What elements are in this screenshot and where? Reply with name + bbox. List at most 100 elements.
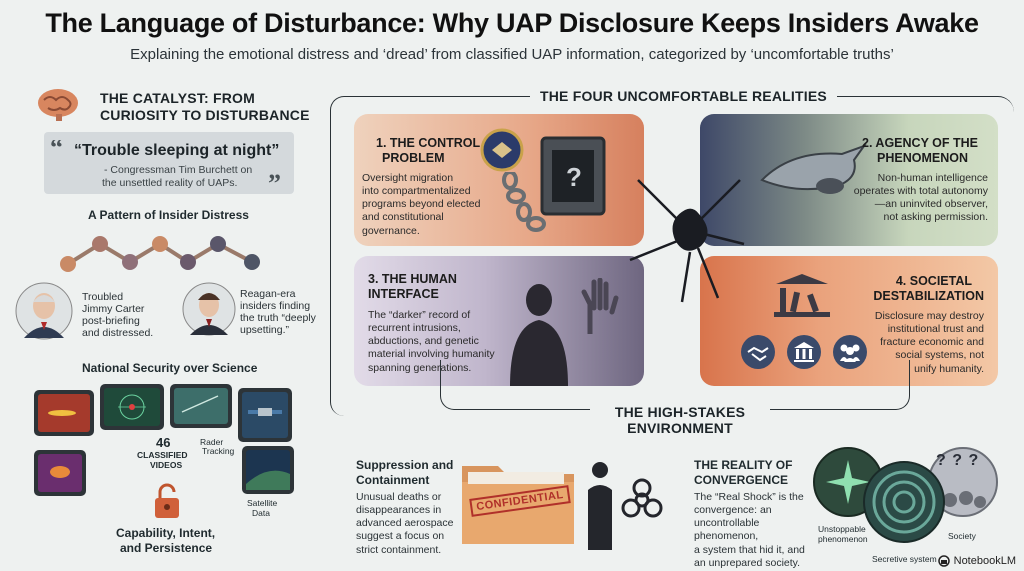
silhouette-icon xyxy=(588,462,612,550)
reagan-portrait xyxy=(182,282,236,336)
card3-title-1: 3. THE HUMAN xyxy=(368,272,457,286)
natsec-heading: National Security over Science xyxy=(82,361,258,375)
page-title: The Language of Disturbance: Why UAP Dis… xyxy=(45,8,979,38)
monitor-tracking xyxy=(170,384,232,428)
padlock-icon xyxy=(155,483,179,518)
brand-label: NotebookLM xyxy=(953,555,1016,567)
quote-close-icon: ” xyxy=(268,172,281,188)
suppression-text-3: suggest a focus on xyxy=(356,530,445,543)
card2-text-1: operates with total autonomy xyxy=(853,185,988,198)
brand-badge: NotebookLM xyxy=(937,555,1016,567)
realities-heading: THE FOUR UNCOMFORTABLE REALITIES xyxy=(540,88,827,104)
ruins-icon xyxy=(774,274,830,317)
convergence-venn xyxy=(813,447,998,543)
chain-icon xyxy=(502,172,546,232)
card3-text-3: material involving humanity xyxy=(368,348,495,361)
reality-card-societal: 4. SOCIETAL DESTABILIZATION Disclosure m… xyxy=(700,256,998,386)
card1-text-2: programs beyond elected xyxy=(362,198,481,211)
card3-text-0: The “darker” record of xyxy=(368,309,471,321)
craft-icon xyxy=(760,143,867,194)
environment-heading-1: THE HIGH-STAKES xyxy=(614,404,746,420)
card4-text-1: institutional trust and xyxy=(887,323,984,336)
reality-card-agency: 2. AGENCY OF THE PHENOMENON Non-human in… xyxy=(700,114,998,246)
venn-unstoppable-2: phenomenon xyxy=(818,534,868,544)
convergence-text-0: The “Real Shock” is the xyxy=(694,491,804,503)
card1-text-0: Oversight migration xyxy=(362,172,454,184)
suppression-text-4: strict containment. xyxy=(356,543,442,556)
suppression-text-1: disappearances in xyxy=(356,504,442,517)
card2-text-2: —an uninvited observer, xyxy=(874,198,988,211)
satellite-label-1: Satellite xyxy=(247,498,278,508)
svg-text:”: ” xyxy=(268,172,281,188)
page-subtitle: Explaining the emotional distress and ‘d… xyxy=(130,46,894,63)
catalyst-section: THE CATALYST: FROM CURIOSITY TO DISTURBA… xyxy=(0,80,330,560)
card4-text-0: Disclosure may destroy xyxy=(874,310,984,322)
monitor-satellite-2 xyxy=(242,446,294,494)
card4-text-4: unify humanity. xyxy=(914,362,984,375)
card1-title-2: PROBLEM xyxy=(382,151,445,165)
reagan-text-1: Reagan-era xyxy=(240,288,296,300)
reality-card-human: 3. THE HUMAN INTERFACE The “darker” reco… xyxy=(354,256,644,386)
venn-questions: ? ? ? xyxy=(936,452,980,469)
carter-text-1: Troubled xyxy=(82,291,124,303)
realities-heading-wrap: THE FOUR UNCOMFORTABLE REALITIES xyxy=(530,88,837,104)
folder-icon xyxy=(462,466,574,544)
distress-chain-graphic xyxy=(60,236,260,272)
carter-portrait xyxy=(15,282,73,340)
monitor-thermal-1 xyxy=(34,390,94,436)
carter-text-2: Jimmy Carter xyxy=(82,303,145,315)
reagan-text-4: upsetting.” xyxy=(240,324,290,336)
convergence-text-4: an unprepared society. xyxy=(694,556,801,569)
people-icon xyxy=(833,335,867,369)
card3-title-2: INTERFACE xyxy=(368,287,439,301)
videos-label-1: CLASSIFIED xyxy=(137,450,188,460)
videos-count: 46 xyxy=(156,435,171,450)
pattern-heading: A Pattern of Insider Distress xyxy=(88,208,249,222)
suppression-text-0: Unusual deaths or xyxy=(356,491,442,503)
institution-icon xyxy=(787,335,821,369)
convergence-text-1: convergence: an xyxy=(694,504,772,517)
quote-open-icon: “ xyxy=(50,140,63,156)
card2-title-1: 2. AGENCY OF THE xyxy=(862,136,978,150)
vault-icon: ? xyxy=(540,136,606,216)
suppression-title-2: Containment xyxy=(356,473,430,487)
notebooklm-icon xyxy=(937,555,950,567)
card2-text-0: Non-human intelligence xyxy=(877,172,988,184)
environment-heading-wrap: THE HIGH-STAKES ENVIRONMENT xyxy=(590,402,770,438)
card3-text-2: abductions, and genetic xyxy=(368,335,479,348)
vault-mystery-glyph: ? xyxy=(566,162,582,192)
quote-box: “ “Trouble sleeping at night” - Congress… xyxy=(44,132,294,194)
card1-text-1: into compartmentalized xyxy=(362,185,471,198)
svg-text:“: “ xyxy=(50,140,63,156)
reagan-text-3: the truth “deeply xyxy=(240,312,316,324)
card2-text-3: not asking permission. xyxy=(883,211,988,224)
hand-icon xyxy=(581,278,619,334)
convergence-title-2: CONVERGENCE xyxy=(694,473,789,487)
brain-icon xyxy=(38,89,78,121)
card3-text-1: recurrent intrusions, xyxy=(368,322,461,335)
reagan-text-2: insiders finding xyxy=(240,300,311,312)
convergence-text-3: a system that hid it, and xyxy=(694,543,805,556)
venn-secretive: Secretive system xyxy=(872,554,937,564)
satellite-label-2: Data xyxy=(252,508,270,518)
radar-label-2: Tracking xyxy=(202,446,235,456)
capability-text-1: Capability, Intent, xyxy=(116,526,216,540)
crack-icon xyxy=(629,179,745,303)
card1-text-3: and constitutional xyxy=(362,211,444,224)
monitor-satellite-1 xyxy=(238,388,292,442)
reality-card-control: 1. THE CONTROL PROBLEM Oversight migrati… xyxy=(354,114,644,246)
capability-text-2: and Persistence xyxy=(120,541,213,555)
quote-attribution-2: the unsettled reality of UAPs. xyxy=(102,177,238,189)
card1-title-1: 1. THE CONTROL xyxy=(376,136,481,150)
convergence-title-1: THE REALITY OF xyxy=(694,458,793,472)
card1-text-4: governance. xyxy=(362,224,420,237)
carter-text-4: and distressed. xyxy=(82,327,154,339)
monitor-radar xyxy=(100,384,164,430)
quote-attribution-1: - Congressman Tim Burchett on xyxy=(104,164,253,176)
radar-label-1: Rader xyxy=(200,437,224,447)
quote-text: “Trouble sleeping at night” xyxy=(74,142,280,159)
catalyst-heading-2: CURIOSITY TO DISTURBANCE xyxy=(100,107,310,123)
catalyst-heading-1: THE CATALYST: FROM xyxy=(100,90,256,106)
environment-heading-2: ENVIRONMENT xyxy=(627,420,733,436)
biohazard-icon xyxy=(621,478,663,518)
